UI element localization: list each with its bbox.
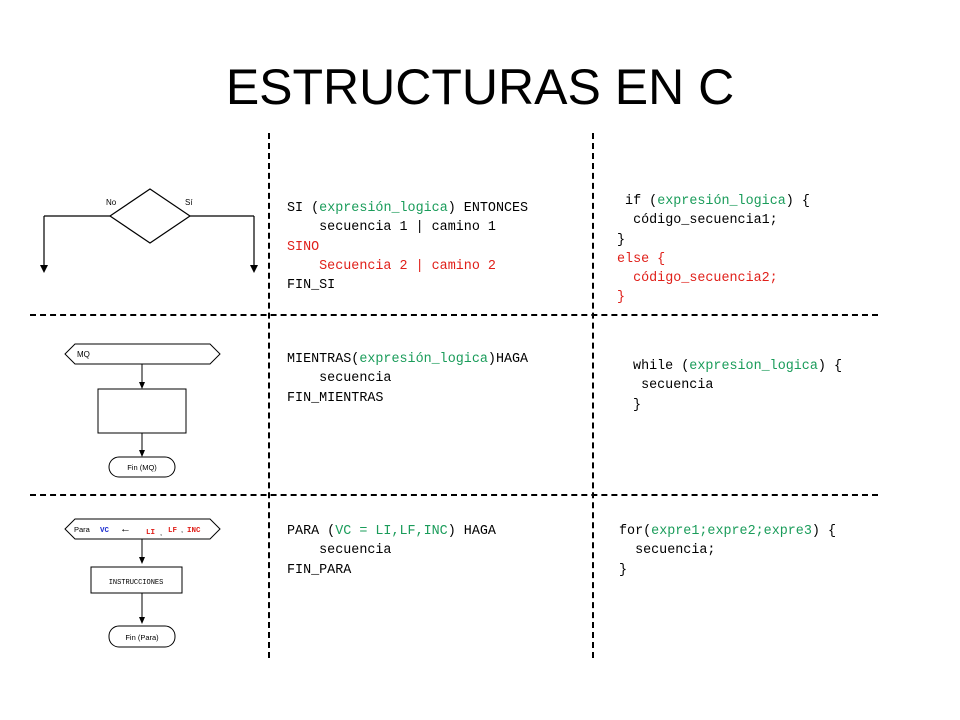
for-pseudocode: PARA (VC = LI,LF,INC) HAGA secuencia FIN…: [287, 524, 496, 578]
while-c-code: while (expresion_logica) { secuencia }: [625, 359, 842, 413]
arrow-down-icon: [139, 617, 145, 624]
row-divider-1: [30, 314, 878, 316]
comma-2: ,: [181, 525, 183, 534]
mq-label: MQ: [77, 350, 90, 359]
sequence-box: [97, 388, 187, 434]
no-label: No: [106, 198, 117, 207]
fin-mq-label: Fin (MQ): [127, 463, 157, 472]
while-pseudocode: MIENTRAS(expresión_logica)HAGA secuencia…: [287, 352, 529, 406]
column-divider-right: [592, 133, 594, 658]
end-terminator: [108, 625, 176, 648]
instructions-box: [90, 566, 183, 594]
end-terminator: [108, 456, 176, 478]
fin-para-label: Fin (Para): [125, 633, 159, 642]
vc-label: VC: [100, 527, 110, 535]
li-label: LI: [146, 529, 155, 537]
for-flowchart: Para VC ← LI , LF , INC INSTRUCCIONES Fi…: [64, 518, 221, 648]
arrow-down-icon: [139, 557, 145, 564]
arrow-down-icon: [40, 265, 48, 273]
arrow-down-icon: [139, 450, 145, 457]
assign-arrow-icon: ←: [120, 523, 131, 535]
if-c-code: if (expresión_logica) { código_secuencia…: [617, 194, 810, 306]
if-pseudocode: SI (expresión_logica) ENTONCES secuencia…: [287, 201, 529, 294]
para-label: Para: [74, 525, 91, 534]
instructions-label: INSTRUCCIONES: [109, 579, 164, 587]
while-flowchart: MQ Fin (MQ): [64, 343, 221, 478]
column-divider-left: [268, 133, 270, 658]
si-label: Sí: [185, 198, 193, 207]
comma-1: ,: [160, 528, 162, 537]
inc-label: INC: [187, 527, 201, 535]
row-divider-2: [30, 494, 878, 496]
arrow-down-icon: [250, 265, 258, 273]
decision-diamond: [108, 188, 192, 244]
if-flowchart: No Sí: [40, 188, 258, 273]
for-c-code: for(expre1;expre2;expre3) { secuencia; }: [619, 524, 836, 578]
lf-label: LF: [168, 527, 178, 535]
slide-title: ESTRUCTURAS EN C: [225, 59, 735, 115]
arrow-down-icon: [139, 382, 145, 389]
